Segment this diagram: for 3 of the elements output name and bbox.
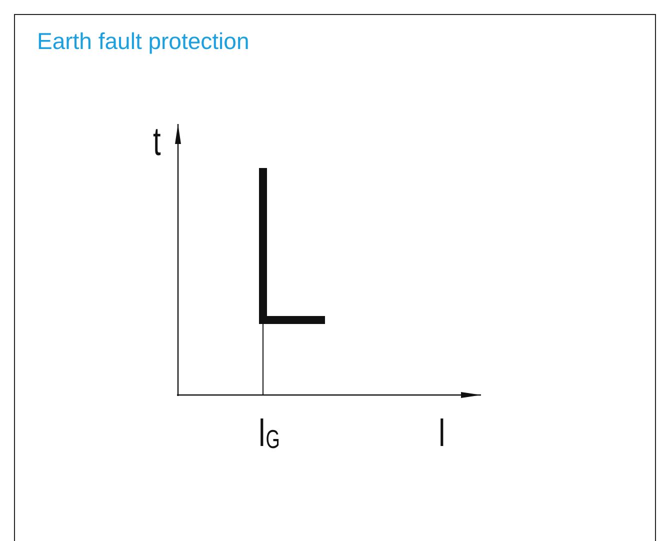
axis-label: t <box>153 122 161 162</box>
title: Earth fault protection <box>37 28 250 55</box>
axis-label: I <box>438 413 446 453</box>
